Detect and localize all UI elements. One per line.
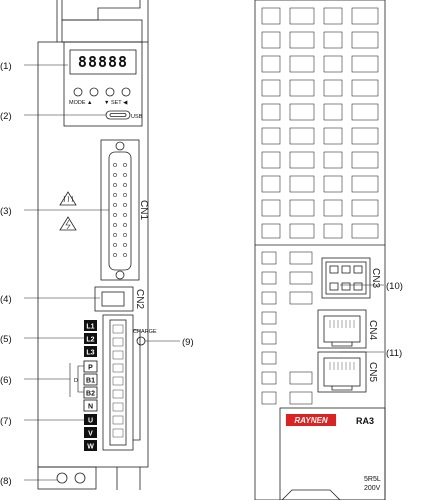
- mode-button[interactable]: [73, 87, 83, 97]
- terminal-b1: B1: [86, 378, 95, 385]
- model-label: RA3: [356, 416, 374, 426]
- charge-label: CHARGE: [133, 329, 157, 335]
- bottom-foot: [281, 489, 341, 500]
- motor-terminals: [84, 414, 97, 451]
- mode-key-label: MODE ▲: [69, 100, 92, 106]
- cn4-label: CN4: [367, 320, 378, 340]
- callout-3: (3): [0, 206, 12, 217]
- terminal-b2: B2: [86, 391, 95, 398]
- terminal-p: P: [88, 365, 93, 372]
- callout-10: (10): [386, 281, 403, 292]
- cn2-frame: [94, 286, 134, 312]
- callout-8: (8): [0, 476, 12, 487]
- brake-mark: D: [74, 378, 78, 384]
- down-button[interactable]: [105, 87, 115, 97]
- terminal-n: N: [88, 404, 93, 411]
- callout-5: (5): [0, 334, 12, 345]
- callout-9: (9): [182, 337, 194, 348]
- cn1-connector: [108, 151, 132, 271]
- cn3-label: CN3: [370, 268, 381, 288]
- cn1-screw-top: [115, 141, 125, 151]
- usb-label: USB: [131, 114, 143, 120]
- cn2-label: CN2: [134, 289, 145, 309]
- callout-1: (1): [0, 61, 12, 72]
- terminal-cover: [133, 329, 141, 441]
- cn3-connector[interactable]: [321, 257, 371, 299]
- terminal-strip: [109, 319, 127, 446]
- cn1-pins: [113, 163, 127, 257]
- side-view: [254, 0, 386, 500]
- cn2-connector: [101, 291, 125, 307]
- callout-leaders: [24, 64, 384, 481]
- top-cover-tab: [61, 19, 143, 43]
- terminal-l1: L1: [86, 324, 94, 331]
- callout-6: (6): [0, 375, 12, 386]
- rj45-contacts: [329, 320, 355, 370]
- set-button[interactable]: [121, 87, 131, 97]
- rating-line-2: 200V: [364, 485, 381, 492]
- callout-11: (11): [386, 348, 402, 359]
- terminal-slots: [112, 324, 124, 438]
- side-housing: [254, 0, 386, 500]
- cn1-label: CN1: [138, 200, 149, 220]
- led-display-frame: [69, 49, 137, 75]
- terminal-v: V: [88, 431, 93, 438]
- display-panel: [63, 41, 143, 127]
- brand-logo-box: [286, 414, 336, 426]
- callout-7: (7): [0, 416, 12, 427]
- callout-4: (4): [0, 294, 12, 305]
- terminal-u: U: [88, 418, 93, 425]
- brand-logo: RAYNEN: [294, 416, 327, 425]
- ground-screw-2: [74, 472, 86, 484]
- terminal-block: [102, 314, 134, 451]
- set-key-label: ▼ SET ◀: [104, 100, 128, 106]
- cn4-port[interactable]: [317, 309, 367, 349]
- up-button[interactable]: [89, 87, 99, 97]
- terminal-w: W: [87, 444, 94, 451]
- terminal-l3: L3: [86, 350, 94, 357]
- bottom-plate: [37, 466, 97, 490]
- cn5-port[interactable]: [317, 351, 367, 393]
- rating-line-1: 5R5L: [364, 476, 381, 483]
- callout-2: (2): [0, 111, 12, 122]
- top-cover-sides: [56, 0, 149, 42]
- side-label-panel: [279, 407, 386, 500]
- brake-bracket: [77, 365, 84, 393]
- top-cover-hinge: [61, 0, 141, 21]
- led-digits: 88888: [78, 53, 128, 71]
- charge-lamp: [136, 336, 146, 346]
- terminal-l2: L2: [86, 337, 94, 344]
- ground-screw-1: [56, 472, 68, 484]
- heatsink-fins: [261, 7, 379, 405]
- high-voltage-icon: [59, 216, 77, 231]
- brake-terminals: [83, 360, 98, 412]
- cn1-screw-bottom: [115, 270, 125, 280]
- power-terminals: [84, 320, 97, 357]
- cn5-label: CN5: [367, 362, 378, 382]
- hot-surface-icon: [59, 191, 77, 206]
